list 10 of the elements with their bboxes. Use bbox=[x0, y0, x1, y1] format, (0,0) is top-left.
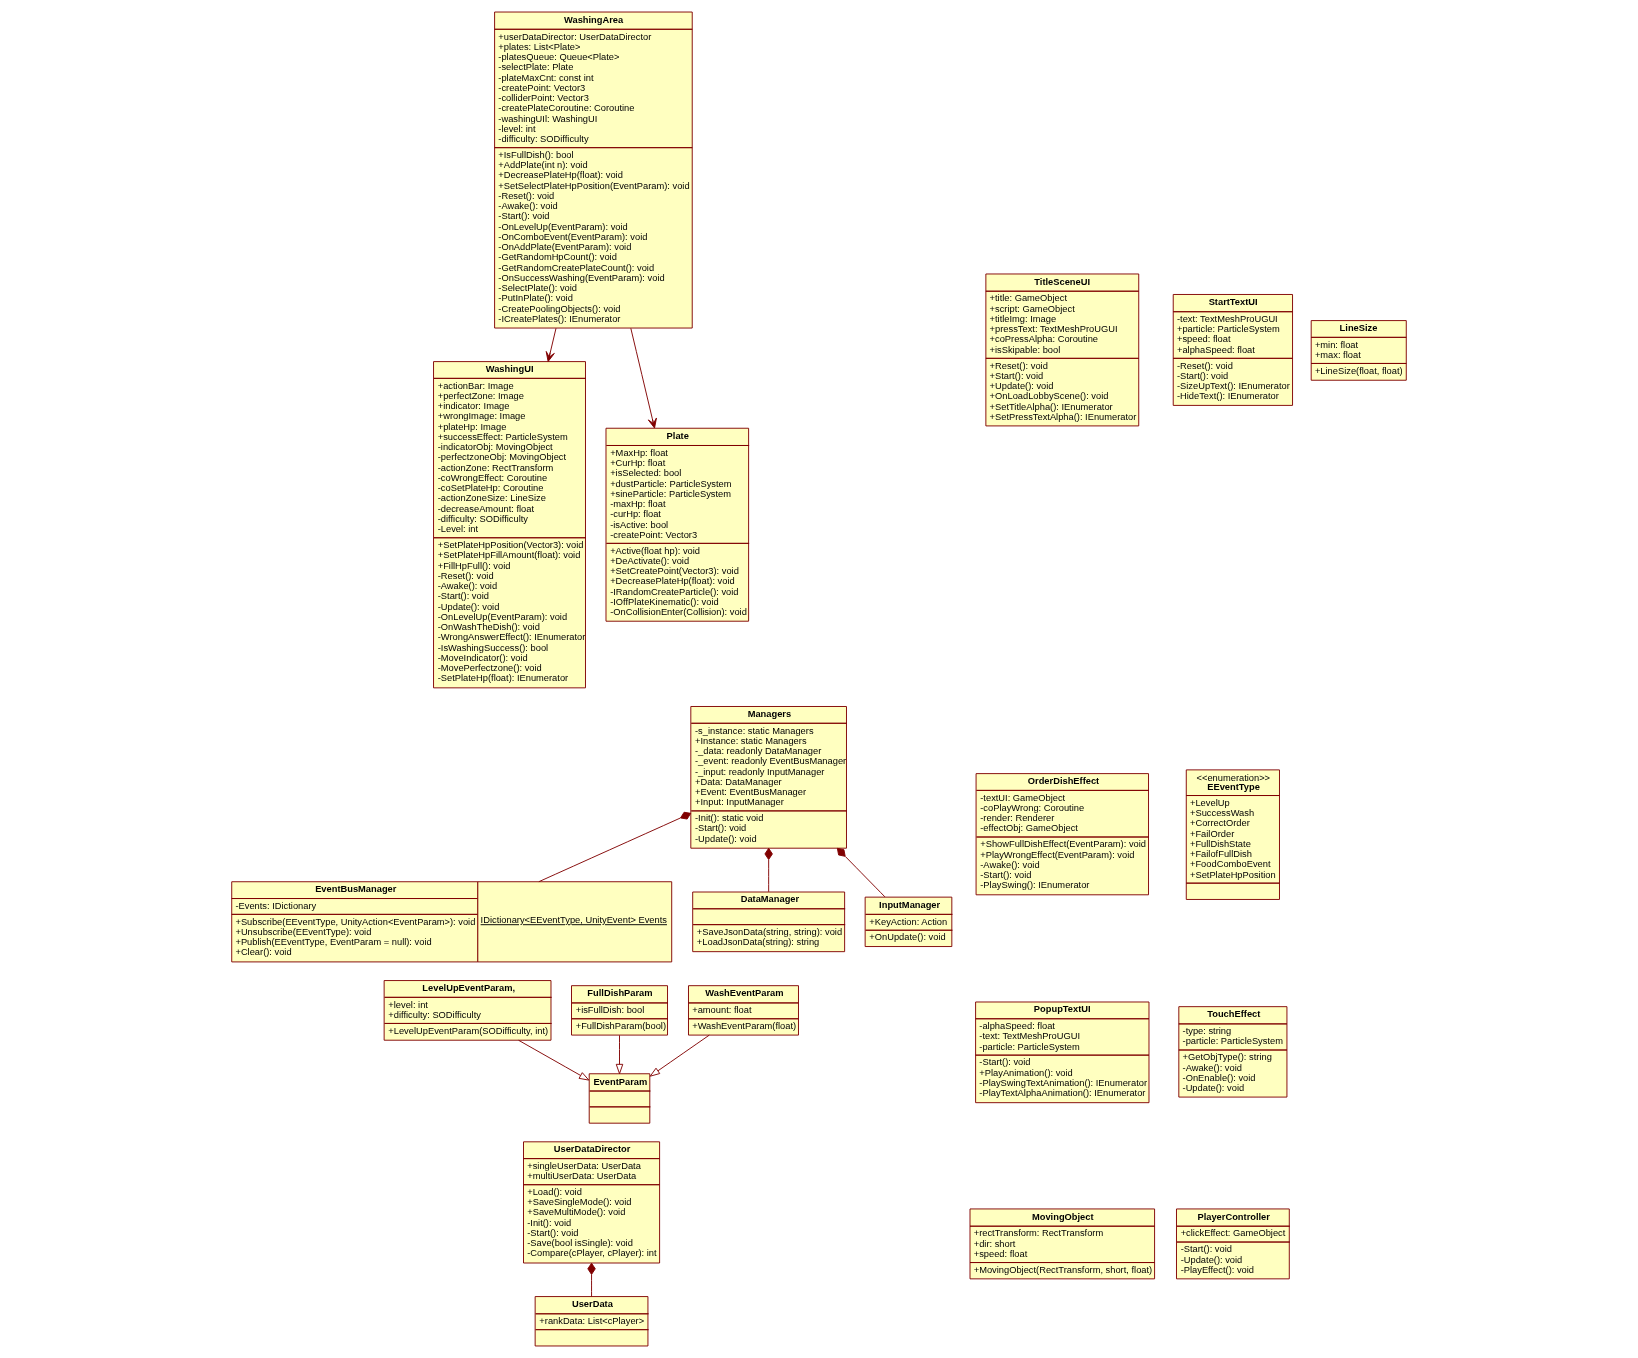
arrow bbox=[630, 327, 657, 429]
arrow bbox=[649, 1034, 710, 1077]
arrow bbox=[615, 1034, 624, 1075]
connector bbox=[764, 847, 773, 893]
connector bbox=[836, 847, 886, 898]
connector bbox=[538, 811, 692, 883]
arrow bbox=[518, 1039, 590, 1081]
arrow bbox=[545, 327, 557, 362]
node-label: IDictionary<EEventType, UnityEvent> Events bbox=[480, 915, 667, 926]
connector bbox=[587, 1262, 596, 1297]
